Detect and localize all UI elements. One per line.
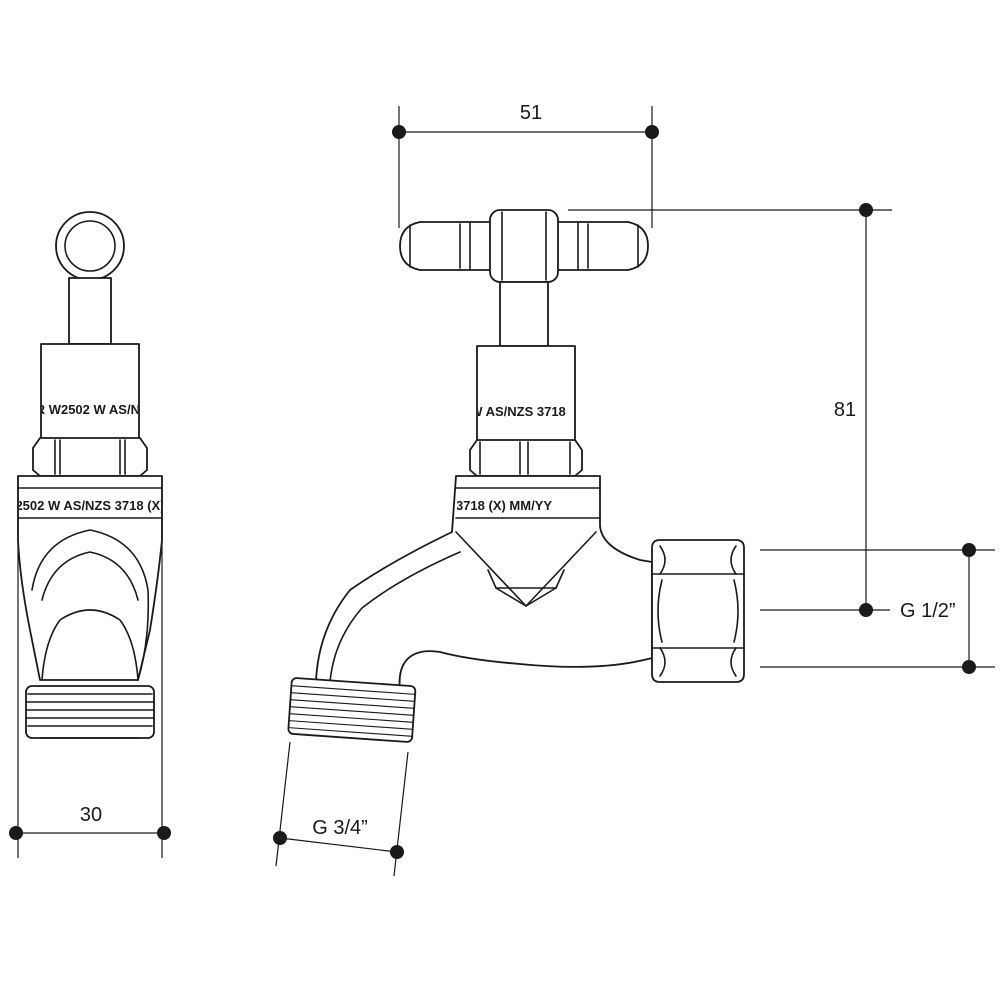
front-bonnet xyxy=(476,345,576,443)
dimension-width-label: 30 xyxy=(80,804,102,826)
dimension-height-label: 81 xyxy=(834,399,856,421)
handle-arm-left xyxy=(399,221,493,271)
side-bonnet-marking: WR W2502 W AS/NZS xyxy=(23,402,156,417)
side-body-marking: 2502 W AS/NZS 3718 (X) xyxy=(15,498,164,513)
dimension-outlet-label: G 3/4” xyxy=(312,817,368,839)
side-spout-elbow xyxy=(31,529,150,681)
front-view: W AS/NZS 3718 3718 (X) MM/YY xyxy=(287,209,745,743)
outlet-thread xyxy=(287,677,417,743)
side-width-dimension: 30 xyxy=(9,476,171,858)
handle-hub xyxy=(489,209,559,283)
side-bonnet xyxy=(40,343,140,441)
inlet-hex-nut xyxy=(651,539,745,683)
front-bonnet-marking: W AS/NZS 3718 xyxy=(470,404,566,419)
front-body-marking: 3718 (X) MM/YY xyxy=(456,498,552,513)
side-hex-nut xyxy=(32,437,148,477)
front-hex-nut xyxy=(469,439,583,477)
front-spindle xyxy=(499,281,549,347)
side-handle-ring-outer xyxy=(55,211,125,281)
side-view: WR W2502 W AS/NZS 2502 W AS/NZS 3718 (X) xyxy=(15,211,164,739)
dimension-inlet-label: G 1/2” xyxy=(900,600,956,622)
inlet-thread-dimension: G 1/2” xyxy=(760,543,995,674)
side-handle-ring-inner xyxy=(64,220,116,272)
side-spindle xyxy=(68,277,112,345)
dimension-handle-label: 51 xyxy=(520,102,542,124)
handle-arm-right xyxy=(555,221,649,271)
handle-width-dimension: 51 xyxy=(392,102,659,228)
outlet-thread-dimension: G 3/4” xyxy=(273,741,409,877)
